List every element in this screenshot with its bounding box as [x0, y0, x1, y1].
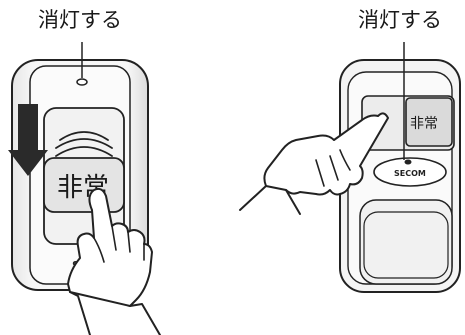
right-brand-oval [373, 157, 447, 187]
right-lower-cover [359, 199, 453, 285]
left-hand-icon [67, 187, 161, 335]
down-arrow-icon [8, 104, 48, 176]
right-button-label: 非常 [410, 116, 438, 132]
caption-left: 消灯する [38, 8, 122, 32]
caption-right: 消灯する [358, 8, 442, 32]
right-hand-icon [239, 112, 389, 215]
right-emergency-button[interactable] [405, 97, 453, 147]
left-led [76, 78, 88, 86]
right-led [404, 159, 412, 165]
right-brand: SECOM [394, 169, 426, 178]
left-grip [55, 131, 113, 157]
